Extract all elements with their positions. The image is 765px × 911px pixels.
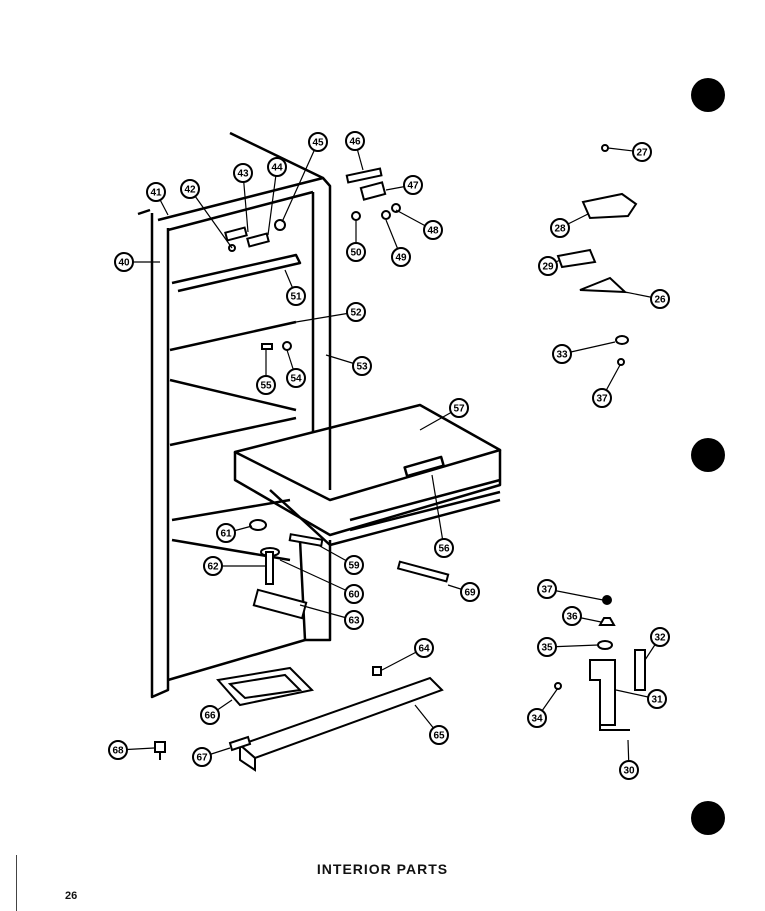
callout-circle	[550, 218, 570, 238]
callout-number-36: 36	[566, 612, 578, 623]
callout-circle	[632, 142, 652, 162]
callout-number-52: 52	[350, 308, 362, 319]
page-title: INTERIOR PARTS	[316, 861, 449, 877]
callout-circle	[537, 637, 557, 657]
callout-leader	[267, 166, 278, 236]
callout-circle	[344, 555, 364, 575]
callout-circle	[429, 725, 449, 745]
callout-circle	[423, 220, 443, 240]
callout-leader	[281, 141, 319, 223]
callout-number-29: 29	[542, 262, 554, 273]
callout-number-42: 42	[184, 185, 196, 196]
callout-circle	[344, 584, 364, 604]
callout-number-45: 45	[312, 138, 324, 149]
callout-number-35: 35	[541, 643, 553, 654]
callout-circle	[619, 760, 639, 780]
callout-number-26: 26	[654, 295, 666, 306]
callout-number-59: 59	[348, 561, 360, 572]
callout-number-56: 56	[438, 544, 450, 555]
callout-circle	[403, 175, 423, 195]
callout-circle	[256, 375, 276, 395]
callout-circle	[203, 556, 223, 576]
callout-number-30: 30	[623, 766, 635, 777]
callout-number-65: 65	[433, 731, 445, 742]
callout-circle	[391, 247, 411, 267]
callout-circle	[346, 242, 366, 262]
callout-number-60: 60	[348, 590, 360, 601]
callout-number-43: 43	[237, 169, 249, 180]
callout-circle	[108, 740, 128, 760]
callout-circle	[449, 398, 469, 418]
callout-circle	[114, 252, 134, 272]
callout-number-61: 61	[220, 529, 232, 540]
callout-number-54: 54	[290, 374, 302, 385]
registration-dots	[691, 78, 725, 835]
callout-circle	[647, 689, 667, 709]
callout-circle	[308, 132, 328, 152]
callout-circle	[538, 256, 558, 276]
callout-number-28: 28	[554, 224, 566, 235]
callout-circle	[286, 368, 306, 388]
callout-circle	[180, 179, 200, 199]
callout-number-55: 55	[260, 381, 272, 392]
callout-circle	[146, 182, 166, 202]
callout-circle	[233, 163, 253, 183]
callout-labels: 27 28 29 26 33 37 40 41 42 43 44 45 46 47 48 49 50 51 52 53…	[108, 131, 670, 780]
callout-number-37: 37	[596, 394, 608, 405]
callout-circle	[650, 627, 670, 647]
page-number: 26	[65, 890, 78, 902]
callout-number-31: 31	[651, 695, 663, 706]
callout-leader	[279, 559, 355, 595]
callout-number-63: 63	[348, 616, 360, 627]
callout-circle	[434, 538, 454, 558]
callout-circle	[344, 610, 364, 630]
callout-number-37: 37	[541, 585, 553, 596]
callout-number-69: 69	[464, 588, 476, 599]
callout-number-33: 33	[556, 350, 568, 361]
callout-circle	[562, 606, 582, 626]
callout-number-68: 68	[112, 746, 124, 757]
callout-circle	[650, 289, 670, 309]
callout-circle	[346, 302, 366, 322]
callout-number-53: 53	[356, 362, 368, 373]
callout-circle	[216, 523, 236, 543]
callout-number-44: 44	[271, 163, 283, 174]
callout-circle	[537, 579, 557, 599]
callout-number-57: 57	[453, 404, 465, 415]
callout-circle	[414, 638, 434, 658]
callout-number-51: 51	[290, 292, 302, 303]
callout-circle	[267, 157, 287, 177]
callout-circle	[352, 356, 372, 376]
callout-leader	[295, 311, 357, 323]
callout-leader	[189, 188, 233, 249]
callout-number-32: 32	[654, 633, 666, 644]
callout-number-66: 66	[204, 711, 216, 722]
callout-number-62: 62	[207, 562, 219, 573]
callout-number-49: 49	[395, 253, 407, 264]
callout-number-48: 48	[427, 226, 439, 237]
callout-circle	[200, 705, 220, 725]
callout-circle	[460, 582, 480, 602]
callout-number-64: 64	[418, 644, 430, 655]
callout-circle	[286, 286, 306, 306]
crisper-drawer	[233, 403, 502, 547]
callout-circle	[192, 747, 212, 767]
callout-number-67: 67	[196, 753, 208, 764]
callout-number-47: 47	[407, 181, 419, 192]
callout-leader	[431, 474, 445, 549]
callout-number-27: 27	[636, 148, 648, 159]
callout-circle	[552, 344, 572, 364]
callout-number-41: 41	[150, 188, 162, 199]
callout-number-34: 34	[531, 714, 543, 725]
callout-number-40: 40	[118, 258, 130, 269]
callout-circle	[527, 708, 547, 728]
callout-number-50: 50	[350, 248, 362, 259]
callout-circle	[345, 131, 365, 151]
callout-number-46: 46	[349, 137, 361, 148]
small-parts	[154, 144, 646, 772]
margin-line	[16, 855, 17, 911]
callout-circle	[592, 388, 612, 408]
